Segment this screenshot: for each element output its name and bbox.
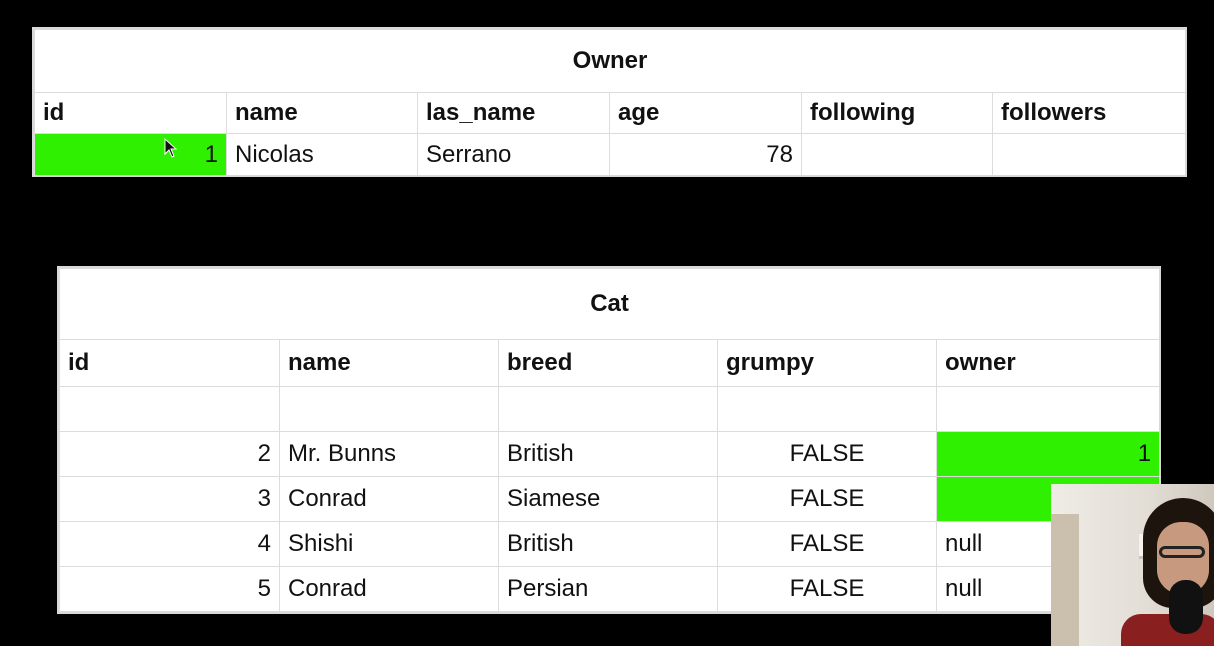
owner-cell-name[interactable]: Nicolas [226,133,418,175]
owner-header-age[interactable]: age [609,92,802,134]
cat-cell-name[interactable]: Conrad [279,476,499,522]
mouse-pointer-icon [164,138,178,158]
cat-cell-name[interactable]: Mr. Bunns [279,431,499,477]
cat-cell-breed[interactable] [498,386,718,432]
cat-cell-breed[interactable]: British [498,521,718,567]
cat-cell-owner[interactable] [935,386,1159,432]
cat-cell-grumpy[interactable]: FALSE [717,566,937,612]
cat-cell-grumpy[interactable]: FALSE [717,431,937,477]
table-row: 1 Nicolas Serrano 78 [34,133,1185,175]
table-row [59,386,1159,432]
cat-cell-name[interactable]: Shishi [279,521,499,567]
microphone-icon [1169,580,1203,634]
cat-header-name[interactable]: name [279,339,499,387]
table-row: 2 Mr. Bunns British FALSE 1 [59,431,1159,477]
cat-header-id[interactable]: id [59,339,280,387]
cat-cell-id[interactable] [59,386,280,432]
cat-cell-id[interactable]: 4 [59,521,280,567]
owner-cell-following[interactable] [801,133,993,175]
owner-cell-followers[interactable] [992,133,1185,175]
webcam-overlay [1051,484,1214,646]
cat-header-grumpy[interactable]: grumpy [717,339,937,387]
cat-header-owner[interactable]: owner [935,339,1159,387]
owner-header-id[interactable]: id [34,92,227,134]
cat-cell-breed[interactable]: British [498,431,718,477]
cat-cell-id[interactable]: 2 [59,431,280,477]
cat-header-row: id name breed grumpy owner [59,339,1159,387]
owner-table: Owner id name las_name age following fol… [34,29,1185,175]
cat-cell-name[interactable]: Conrad [279,566,499,612]
cat-cell-grumpy[interactable]: FALSE [717,476,937,522]
cat-cell-id[interactable]: 3 [59,476,280,522]
owner-cell-las-name[interactable]: Serrano [417,133,610,175]
cat-cell-grumpy[interactable] [717,386,937,432]
owner-header-las-name[interactable]: las_name [417,92,610,134]
cat-table: Cat id name breed grumpy owner 2 Mr. Bun… [59,268,1159,612]
table-row: 5 Conrad Persian FALSE null [59,566,1159,612]
table-row: 4 Shishi British FALSE null [59,521,1159,567]
table-row: 3 Conrad Siamese FALSE [59,476,1159,522]
owner-header-name[interactable]: name [226,92,418,134]
cat-sheet: Cat id name breed grumpy owner 2 Mr. Bun… [57,266,1161,614]
owner-cell-age[interactable]: 78 [609,133,802,175]
presenter-glasses [1159,546,1205,558]
cat-cell-owner[interactable]: 1 [935,431,1159,477]
owner-cell-id[interactable]: 1 [34,133,227,175]
owner-sheet: Owner id name las_name age following fol… [32,27,1187,177]
cat-header-breed[interactable]: breed [498,339,718,387]
owner-header-followers[interactable]: followers [992,92,1185,134]
owner-title: Owner [34,29,1185,93]
cat-cell-grumpy[interactable]: FALSE [717,521,937,567]
cat-cell-name[interactable] [279,386,499,432]
owner-header-row: id name las_name age following followers [34,92,1185,134]
owner-header-following[interactable]: following [801,92,993,134]
cat-cell-breed[interactable]: Siamese [498,476,718,522]
webcam-door [1051,514,1079,646]
cat-title: Cat [59,268,1159,340]
cat-cell-id[interactable]: 5 [59,566,280,612]
cat-cell-breed[interactable]: Persian [498,566,718,612]
